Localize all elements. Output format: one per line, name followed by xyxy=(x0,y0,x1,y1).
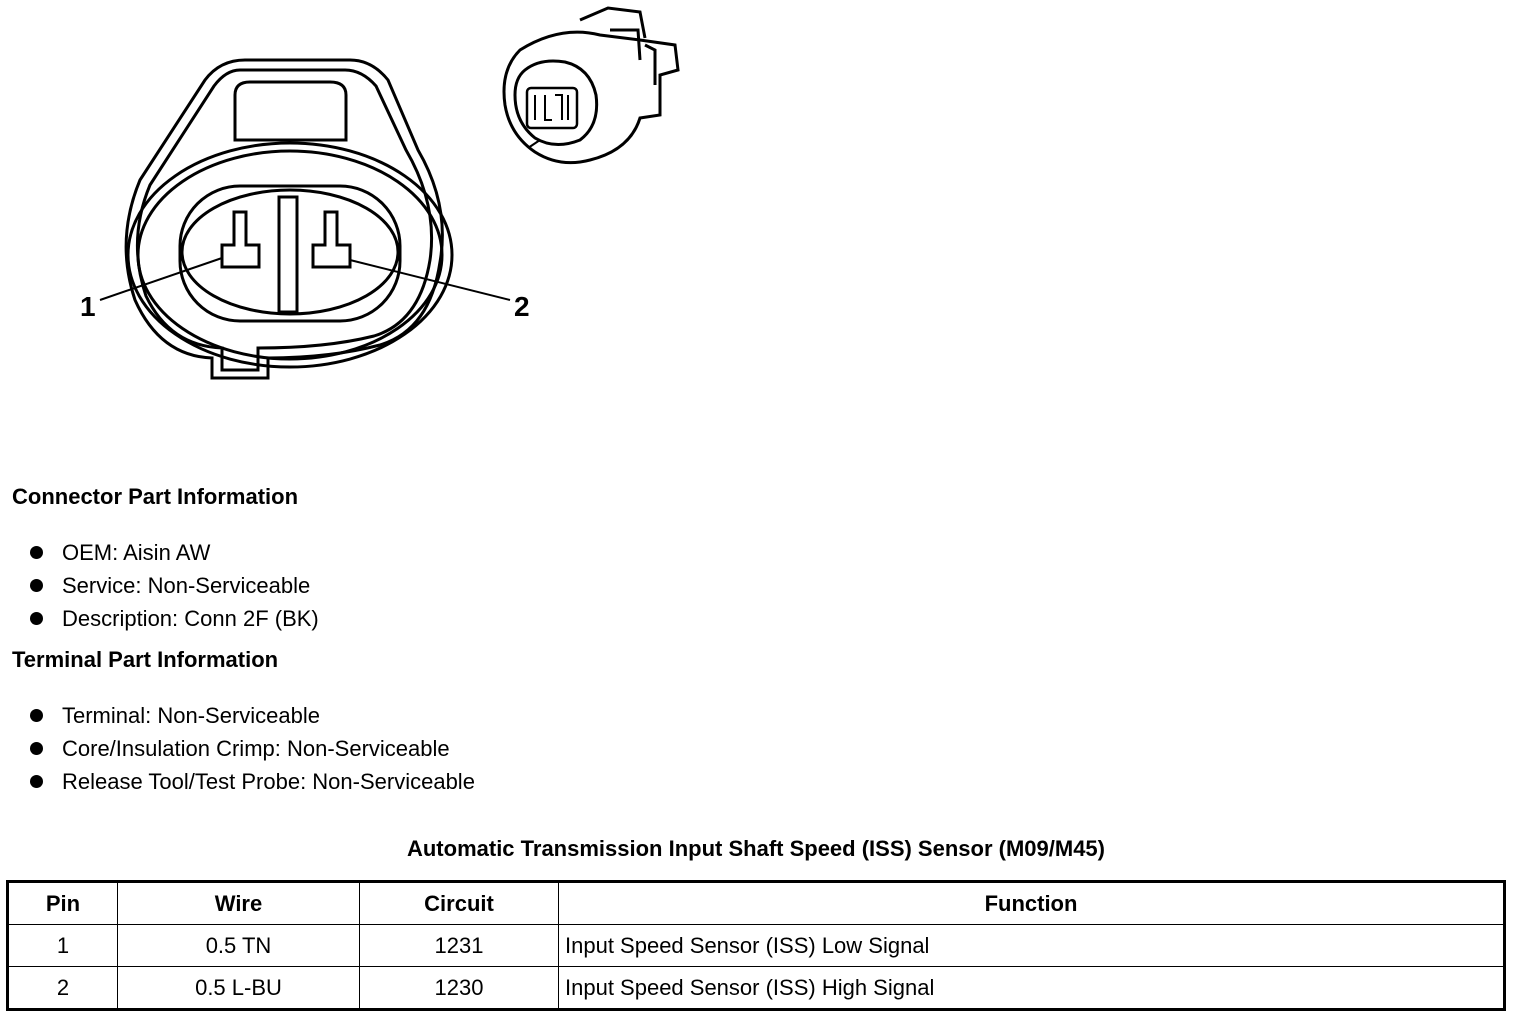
cell-wire: 0.5 TN xyxy=(117,924,360,967)
cell-pin: 1 xyxy=(7,924,118,967)
connector-service: Service: Non-Serviceable xyxy=(62,573,311,598)
connector-housing-outline xyxy=(124,58,444,380)
bullet-icon xyxy=(30,742,43,755)
terminal-1 xyxy=(220,210,261,269)
terminal-terminal: Terminal: Non-Serviceable xyxy=(62,703,320,728)
list-item: Release Tool/Test Probe: Non-Serviceable xyxy=(30,765,475,798)
connector-drawing: 1 2 xyxy=(80,6,680,380)
callout-leader-1 xyxy=(99,257,223,301)
terminal-info-list: Terminal: Non-Serviceable Core/Insulatio… xyxy=(30,699,475,798)
cell-function: Input Speed Sensor (ISS) High Signal xyxy=(558,966,1505,1010)
connector-info-heading: Connector Part Information xyxy=(12,484,299,509)
list-item: Terminal: Non-Serviceable xyxy=(30,699,475,732)
list-item: Description: Conn 2F (BK) xyxy=(30,602,319,635)
table-header-row: Pin Wire Circuit Function xyxy=(7,881,1505,925)
header-pin: Pin xyxy=(7,881,118,925)
center-rib xyxy=(277,195,299,314)
header-function: Function xyxy=(558,881,1505,925)
pinout-table: Pin Wire Circuit Function 1 0.5 TN 1231 … xyxy=(6,880,1506,1011)
connector-face-inner xyxy=(180,188,400,316)
lock-tab xyxy=(233,80,348,142)
table-row: 1 0.5 TN 1231 Input Speed Sensor (ISS) L… xyxy=(7,924,1505,967)
connector-3d-view xyxy=(502,6,680,165)
connector-face-outer xyxy=(126,141,454,369)
connector-oem: OEM: Aisin AW xyxy=(62,540,211,565)
callout-leader-2 xyxy=(349,259,511,301)
connector-info-list: OEM: Aisin AW Service: Non-Serviceable D… xyxy=(30,536,319,635)
table-row: 2 0.5 L-BU 1230 Input Speed Sensor (ISS)… xyxy=(7,966,1505,1010)
terminal-crimp: Core/Insulation Crimp: Non-Serviceable xyxy=(62,736,450,761)
terminal-2 xyxy=(311,210,352,269)
cell-function: Input Speed Sensor (ISS) Low Signal xyxy=(558,924,1505,967)
cell-wire: 0.5 L-BU xyxy=(117,966,360,1010)
connector-description: Description: Conn 2F (BK) xyxy=(62,606,319,631)
bullet-icon xyxy=(30,579,43,592)
bullet-icon xyxy=(30,775,43,788)
cell-pin: 2 xyxy=(7,966,118,1010)
cell-circuit: 1231 xyxy=(359,924,559,967)
cell-circuit: 1230 xyxy=(359,966,559,1010)
pinout-table-title: Automatic Transmission Input Shaft Speed… xyxy=(406,836,1105,861)
header-circuit: Circuit xyxy=(359,881,559,925)
list-item: OEM: Aisin AW xyxy=(30,536,319,569)
connector-illustration: 1 2 xyxy=(0,0,720,400)
callout-2: 2 xyxy=(514,291,530,322)
bullet-icon xyxy=(30,709,43,722)
list-item: Service: Non-Serviceable xyxy=(30,569,319,602)
terminal-info-heading: Terminal Part Information xyxy=(12,647,279,672)
terminal-release-tool: Release Tool/Test Probe: Non-Serviceable xyxy=(62,769,475,794)
bullet-icon xyxy=(30,612,43,625)
header-wire: Wire xyxy=(117,881,360,925)
callout-1: 1 xyxy=(80,291,96,322)
bullet-icon xyxy=(30,546,43,559)
list-item: Core/Insulation Crimp: Non-Serviceable xyxy=(30,732,475,765)
